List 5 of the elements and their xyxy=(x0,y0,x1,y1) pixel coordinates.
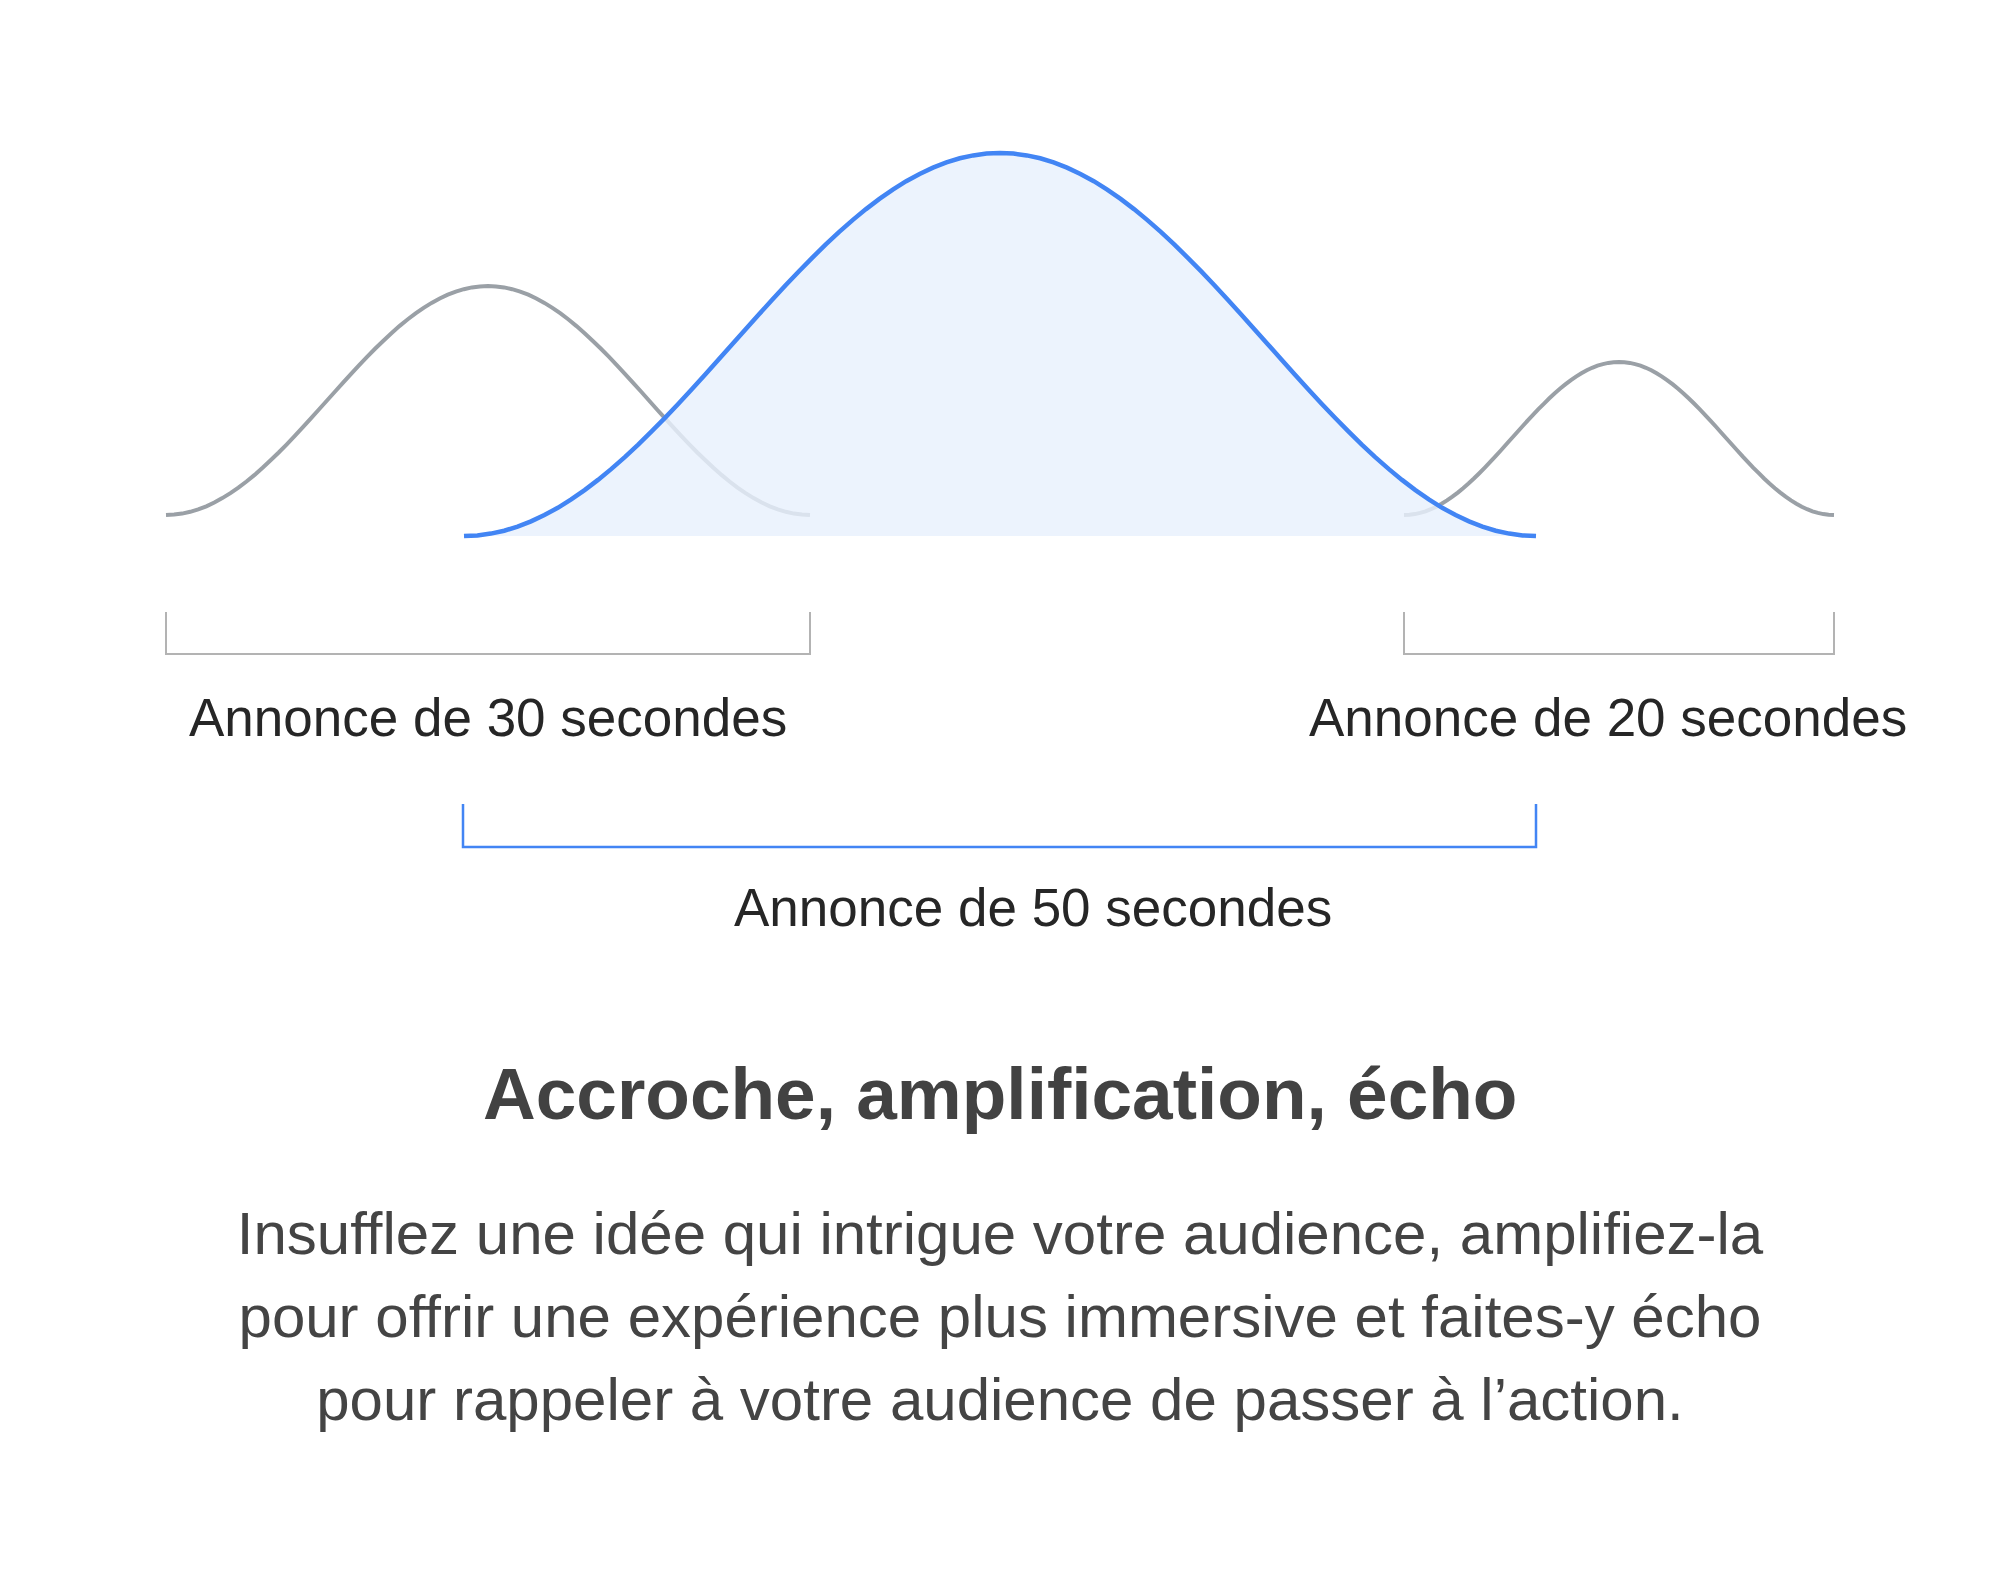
duration-label: Annonce de 20 secondes xyxy=(1309,687,1908,749)
duration-label: Annonce de 50 secondes xyxy=(734,877,1333,939)
duration-label: Annonce de 30 secondes xyxy=(189,687,788,749)
description-paragraph: Insufflez une idée qui intrigue votre audience, amplifiez-la pour offrir une expérience plus immersive et faites-y écho pour rappeler à votre audience de passer à l’action. xyxy=(235,1199,1765,1435)
heading: Accroche, amplification, écho xyxy=(483,1052,1518,1136)
